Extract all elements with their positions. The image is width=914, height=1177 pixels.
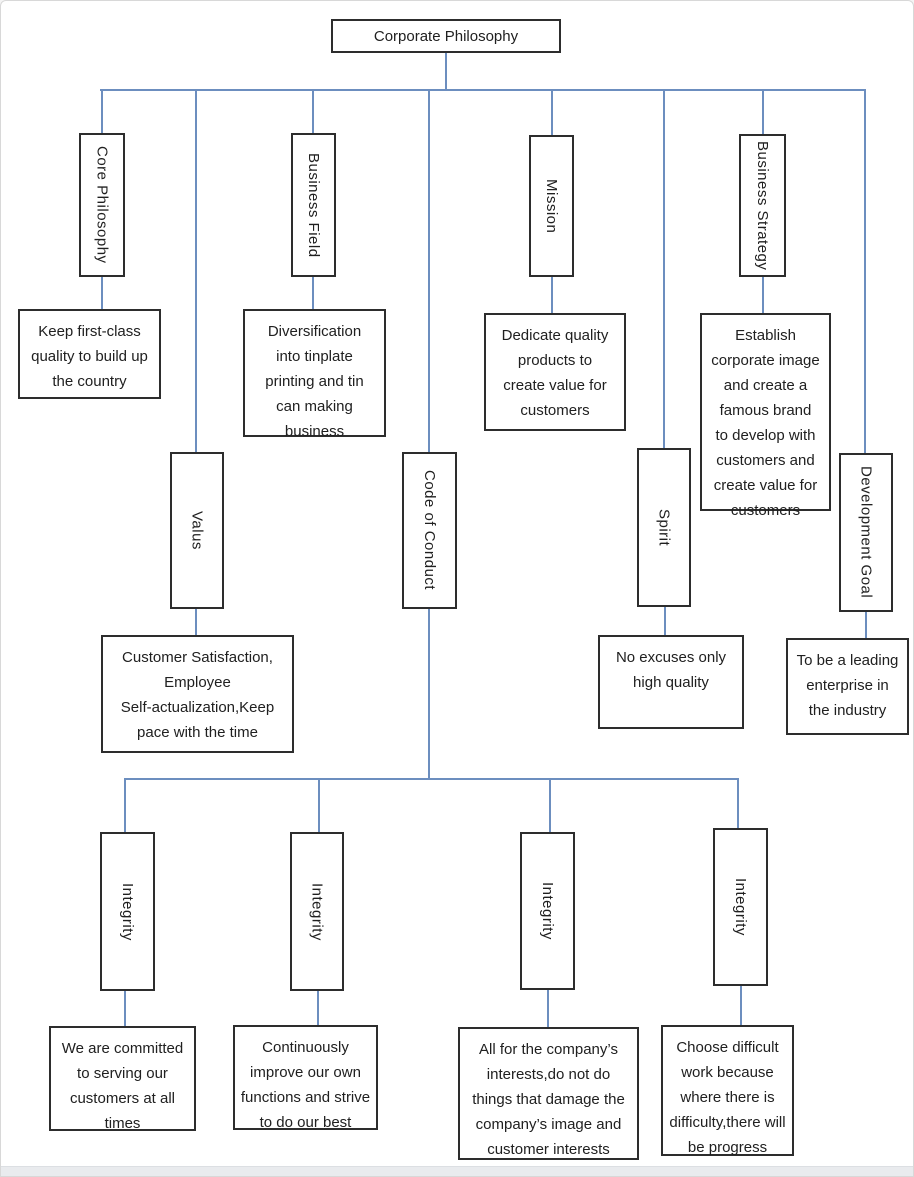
connector-top-rail <box>100 89 866 91</box>
desc-text: To be a leading enterprise in the indust… <box>796 652 899 719</box>
node-integrity-3: Integrity <box>520 832 575 990</box>
connector-coc-long-drop <box>428 609 430 778</box>
node-code-of-conduct: Code of Conduct <box>402 452 457 609</box>
connector-valus-desc <box>195 609 197 635</box>
connector-spirit-desc <box>664 607 666 635</box>
node-label: Mission <box>543 178 560 234</box>
node-mission: Mission <box>529 135 574 277</box>
connector-integrity-4-desc <box>740 986 742 1025</box>
connector-development-goal-desc <box>865 612 867 638</box>
node-business-strategy: Business Strategy <box>739 134 786 277</box>
connector-integrity-1-desc <box>124 991 126 1026</box>
connector-integrity-3-desc <box>547 990 549 1027</box>
desc-valus: Customer Satisfaction, Employee Self-act… <box>101 635 294 753</box>
node-spirit: Spirit <box>637 448 691 607</box>
page-bottom-band <box>1 1166 913 1176</box>
node-integrity-4: Integrity <box>713 828 768 986</box>
node-corporate-philosophy: Corporate Philosophy <box>331 19 561 53</box>
node-business-field: Business Field <box>291 133 336 277</box>
desc-text: Establish corporate image and create a f… <box>711 327 820 519</box>
desc-text: Continuously improve our own functions a… <box>240 1039 371 1131</box>
connector-drop-integrity-1 <box>124 778 126 832</box>
desc-integrity-3: All for the company’s interests,do not d… <box>458 1027 639 1160</box>
node-label: Integrity <box>119 882 136 941</box>
desc-spirit: No excuses only high quality <box>598 635 744 729</box>
connector-root-stem <box>445 53 447 91</box>
desc-development-goal: To be a leading enterprise in the indust… <box>786 638 909 735</box>
node-label: Integrity <box>732 878 749 936</box>
desc-business-field: Diversification into tinplate printing a… <box>243 309 386 440</box>
connector-integrity-2-desc <box>317 991 319 1025</box>
desc-integrity-1: We are committed to serving our customer… <box>49 1026 196 1132</box>
desc-business-strategy: Establish corporate image and create a f… <box>700 313 831 519</box>
desc-text: Customer Satisfaction, Employee Self-act… <box>120 649 275 741</box>
node-label: Corporate Philosophy <box>373 27 519 45</box>
node-label: Integrity <box>539 882 556 940</box>
desc-text: We are committed to serving our customer… <box>61 1040 184 1132</box>
node-valus: Valus <box>170 452 224 609</box>
connector-drop-valus <box>195 89 197 452</box>
connector-drop-code-of-conduct <box>428 89 430 452</box>
connector-drop-spirit <box>663 89 665 448</box>
connector-drop-integrity-4 <box>737 778 739 828</box>
desc-text: All for the company’s interests,do not d… <box>472 1041 625 1158</box>
node-label: Business Strategy <box>754 140 771 271</box>
node-label: Spirit <box>655 508 673 547</box>
connector-drop-business-strategy <box>762 89 764 134</box>
node-label: Valus <box>188 511 206 550</box>
connector-mission-desc <box>551 277 553 313</box>
connector-drop-business-field <box>312 89 314 133</box>
node-integrity-1: Integrity <box>100 832 155 991</box>
connector-business-field-desc <box>312 277 314 309</box>
node-development-goal: Development Goal <box>839 453 893 612</box>
node-label: Core Philosophy <box>93 146 111 264</box>
desc-text: Keep first-class quality to build up the… <box>31 323 148 390</box>
desc-integrity-2: Continuously improve our own functions a… <box>233 1025 378 1131</box>
node-label: Integrity <box>308 882 326 941</box>
node-core-philosophy: Core Philosophy <box>79 133 125 277</box>
connector-drop-integrity-2 <box>318 778 320 832</box>
connector-business-strategy-desc <box>762 277 764 313</box>
desc-text: Choose difficult work because where ther… <box>669 1039 786 1156</box>
connector-drop-mission <box>551 89 553 135</box>
connector-drop-development-goal <box>864 89 866 453</box>
connector-core-desc <box>101 277 103 309</box>
desc-core-philosophy: Keep first-class quality to build up the… <box>18 309 161 399</box>
connector-drop-core <box>101 89 103 133</box>
node-integrity-2: Integrity <box>290 832 344 991</box>
connector-lower-rail <box>124 778 738 780</box>
node-label: Business Field <box>305 152 322 258</box>
desc-text: No excuses only high quality <box>615 649 727 691</box>
connector-drop-integrity-3 <box>549 778 551 832</box>
desc-mission: Dedicate quality products to create valu… <box>484 313 626 431</box>
node-label: Development Goal <box>857 466 875 599</box>
desc-text: Diversification into tinplate printing a… <box>265 323 364 440</box>
desc-integrity-4: Choose difficult work because where ther… <box>661 1025 794 1156</box>
node-label: Code of Conduct <box>421 470 438 591</box>
desc-text: Dedicate quality products to create valu… <box>501 327 609 419</box>
